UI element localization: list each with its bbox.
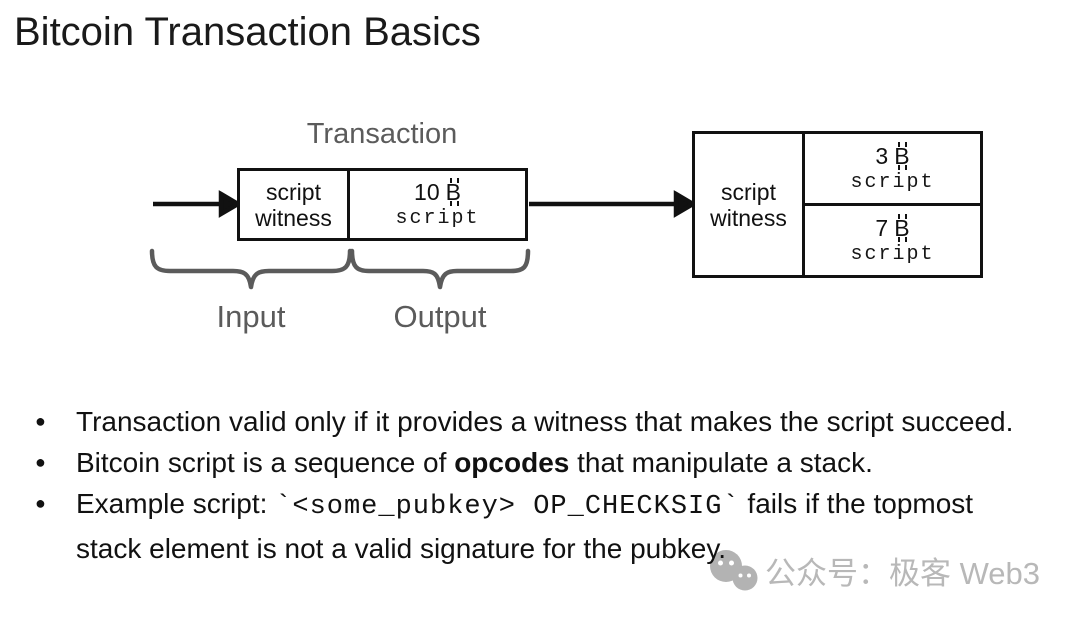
bitcoin-b-icon: B — [894, 213, 910, 242]
output-label: Output — [393, 299, 487, 334]
bullet-text: Example script: — [76, 488, 276, 519]
output-cell-2: 7 B script — [805, 206, 980, 275]
page-title: Bitcoin Transaction Basics — [14, 10, 481, 54]
output-amount: 10 B — [414, 177, 461, 206]
witness-line2: witness — [255, 204, 332, 231]
witness-cell: script witness — [240, 171, 350, 238]
output-amount: 7 B — [875, 213, 910, 242]
input-brace — [149, 248, 353, 290]
arrow-transaction-to-outputs — [529, 190, 698, 218]
output-script: script — [395, 206, 480, 230]
bullet-item-3: ● Example script: `<some_pubkey> OP_CHEC… — [30, 483, 1043, 569]
witness-cell: script witness — [695, 134, 805, 275]
witness-line1: script — [721, 178, 776, 205]
outputs-column: 3 B script 7 B script — [805, 134, 980, 275]
witness-line1: script — [266, 178, 321, 205]
bullet-dot: ● — [35, 493, 46, 513]
transaction-label: Transaction — [306, 118, 458, 150]
bullet-code-text: `<some_pubkey> OP_CHECKSIG` — [275, 492, 740, 522]
bullet-text: Bitcoin script is a sequence of — [76, 447, 455, 478]
output-amount: 3 B — [875, 141, 910, 170]
wechat-icon — [710, 549, 758, 590]
output-cell-1: 3 B script — [805, 134, 980, 206]
transaction-box: script witness 10 B script — [237, 168, 528, 241]
watermark-text: 公众号：极客 Web3 — [765, 556, 1041, 591]
result-box: script witness 3 B script 7 B script — [692, 131, 983, 278]
input-label: Input — [216, 299, 286, 334]
output-script: script — [850, 242, 935, 266]
arrow-into-transaction — [153, 190, 243, 218]
watermark: 公众号：极客 Web3 — [706, 548, 1040, 593]
witness-line2: witness — [710, 204, 787, 231]
bullet-item-1: ● Transaction valid only if it provides … — [30, 401, 1043, 442]
bitcoin-b-icon: B — [894, 141, 910, 170]
bullet-text: fails if the topmost stack element is no… — [76, 488, 974, 564]
bullet-text: that manipulate a stack. — [569, 447, 873, 478]
output-cell: 10 B script — [350, 171, 525, 238]
bullet-dot: ● — [35, 411, 46, 431]
output-script: script — [850, 170, 935, 194]
bitcoin-b-icon: B — [445, 177, 461, 206]
bullet-dot: ● — [35, 452, 46, 472]
bullet-text: Transaction valid only if it provides a … — [76, 406, 1014, 437]
bullet-list: ● Transaction valid only if it provides … — [30, 401, 1043, 569]
output-brace — [349, 248, 531, 290]
bullet-item-2: ● Bitcoin script is a sequence of opcode… — [30, 442, 1043, 483]
bullet-text-bold: opcodes — [454, 447, 570, 478]
